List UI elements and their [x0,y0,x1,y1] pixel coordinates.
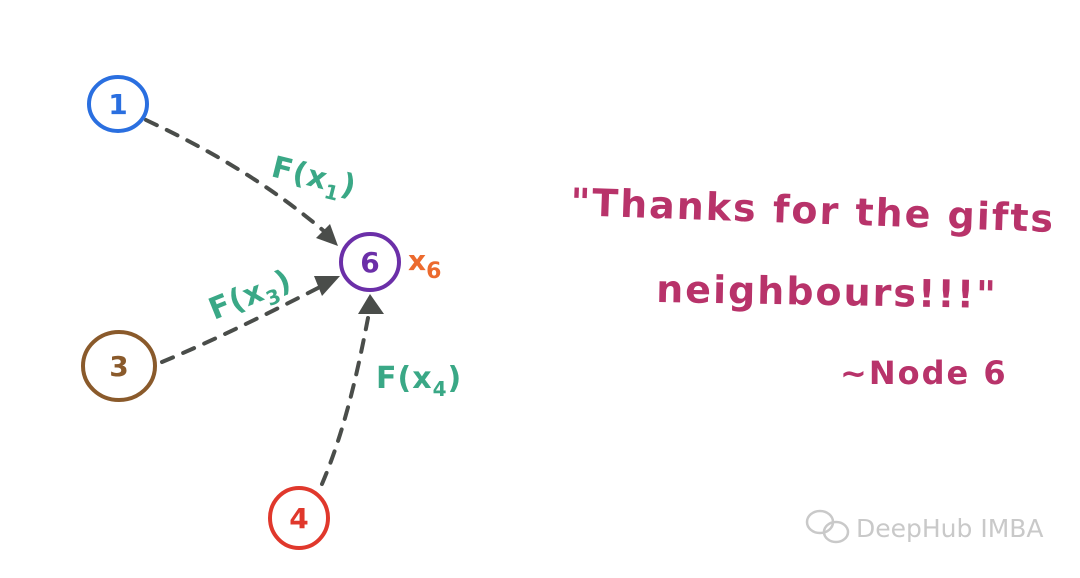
edge-4-to-6 [320,316,370,486]
node-6-ring [339,232,401,292]
message-1-base: F(x [268,150,331,198]
feature-base: x [408,244,426,277]
node-4-ring [268,486,330,550]
watermark: DeepHub IMBA [805,509,1044,544]
node-4: 4 [268,486,330,550]
node-6-feature-label: x6 [408,244,441,284]
quote-line-1: "Thanks for the gifts [570,180,1056,241]
node-6: 6 [339,232,401,292]
node-4-label: 4 [289,502,308,535]
feature-sub: 6 [426,259,441,284]
node-6-label: 6 [360,246,379,279]
node-3: 3 [81,330,157,402]
quote-signature: ~Node 6 [840,354,1008,392]
quote-line-2: neighbours!!!" [656,267,998,317]
message-1-close: ) [337,167,360,205]
message-4-close: ) [447,361,462,396]
node-1-ring [87,75,149,133]
message-4-sub: 4 [433,377,448,401]
arrowhead-3-to-6 [314,276,340,296]
edge-3-to-6 [160,286,320,364]
wechat-icon [805,509,850,544]
node-3-label: 3 [109,350,128,383]
message-from-node-4: F(x4) [376,361,462,401]
arrowhead-1-to-6 [316,224,338,246]
watermark-text: DeepHub IMBA [856,514,1044,543]
message-4-base: F(x [376,361,433,396]
node-1: 1 [87,75,149,133]
message-from-node-1: F(x1) [267,150,360,210]
message-3-base: F(x [204,274,270,328]
node-3-ring [81,330,157,402]
arrowhead-4-to-6 [358,294,384,314]
message-1-sub: 1 [322,179,342,206]
edge-1-to-6 [144,118,327,234]
node-1-label: 1 [108,88,127,121]
